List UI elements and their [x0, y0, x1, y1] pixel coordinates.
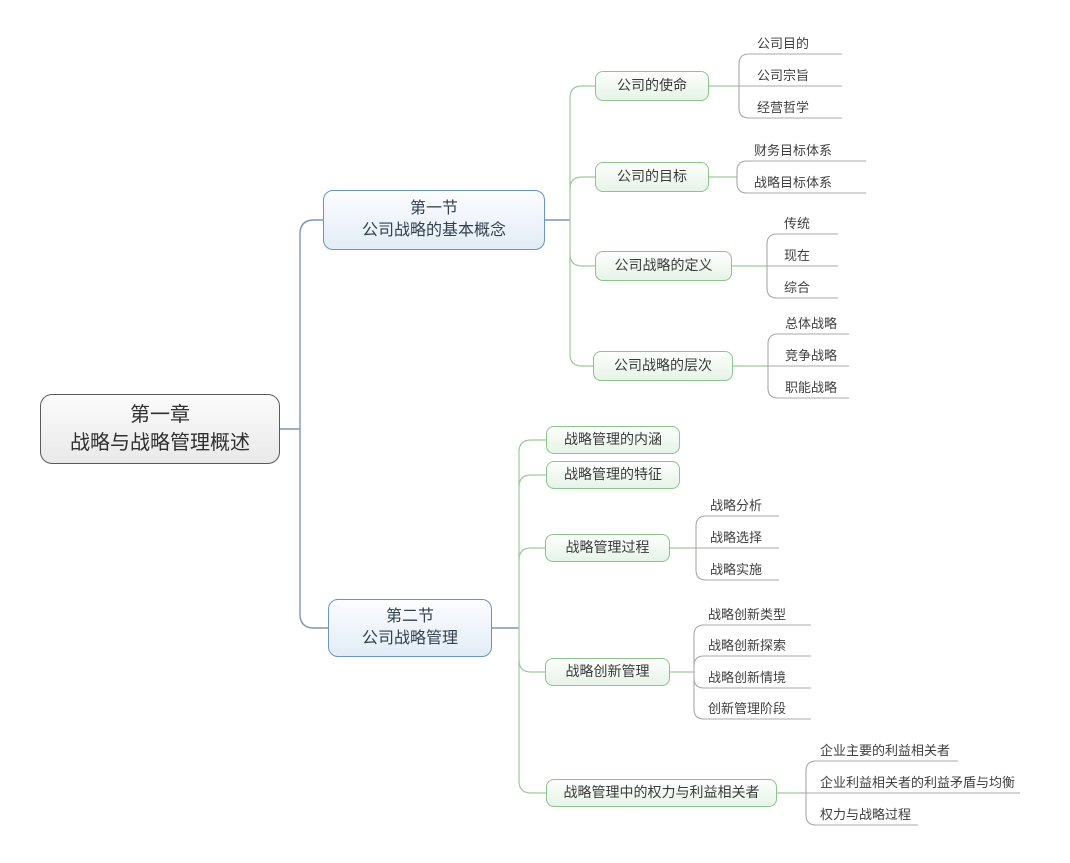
- topic-node-power-stakeholders[interactable]: 战略管理中的权力与利益相关者: [546, 779, 777, 807]
- topic-node-connotation[interactable]: 战略管理的内涵: [546, 426, 680, 454]
- leaf-topic[interactable]: 战略选择: [710, 530, 763, 545]
- topic-node-innovation[interactable]: 战略创新管理: [545, 658, 670, 686]
- topic-connectors: [518, 85, 806, 794]
- section-node-1[interactable]: 第一节 公司战略的基本概念: [323, 190, 545, 250]
- leaf-topic[interactable]: 战略分析: [710, 498, 763, 513]
- leaf-topic[interactable]: 战略实施: [710, 562, 763, 577]
- leaf-topic[interactable]: 传统: [784, 216, 811, 231]
- topic-node-process[interactable]: 战略管理过程: [545, 534, 670, 562]
- leaf-topic[interactable]: 竞争战略: [785, 348, 838, 363]
- leaf-topic[interactable]: 经营哲学: [757, 100, 810, 115]
- topic-node-mission[interactable]: 公司的使命: [595, 71, 709, 101]
- leaf-connectors: [693, 53, 1020, 826]
- leaf-topic[interactable]: 职能战略: [785, 380, 838, 395]
- leaf-topic[interactable]: 企业利益相关者的利益矛盾与均衡: [820, 775, 1016, 790]
- leaf-topic[interactable]: 战略创新情境: [708, 670, 787, 685]
- leaf-topic[interactable]: 公司目的: [757, 36, 810, 51]
- leaf-topic[interactable]: 战略创新探索: [708, 638, 787, 653]
- topic-node-strategy-definition[interactable]: 公司战略的定义: [595, 251, 732, 281]
- leaf-topic[interactable]: 企业主要的利益相关者: [820, 743, 951, 758]
- leaf-topic[interactable]: 战略目标体系: [754, 175, 833, 190]
- leaf-topic[interactable]: 财务目标体系: [754, 143, 833, 158]
- leaf-topic[interactable]: 综合: [784, 280, 811, 295]
- leaf-topic[interactable]: 现在: [784, 248, 811, 263]
- leaf-topic[interactable]: 战略创新类型: [708, 607, 787, 622]
- central-topic[interactable]: 第一章 战略与战略管理概述: [40, 394, 280, 464]
- section-node-2[interactable]: 第二节 公司战略管理: [328, 599, 492, 657]
- topic-node-characteristics[interactable]: 战略管理的特征: [546, 461, 680, 489]
- leaf-topic[interactable]: 总体战略: [785, 316, 838, 331]
- leaf-topic[interactable]: 权力与战略过程: [820, 807, 912, 822]
- root-connectors: [280, 219, 570, 629]
- topic-node-strategy-levels[interactable]: 公司战略的层次: [593, 351, 733, 381]
- leaf-topic[interactable]: 公司宗旨: [757, 68, 810, 83]
- topic-node-goals[interactable]: 公司的目标: [595, 162, 709, 192]
- leaf-topic[interactable]: 创新管理阶段: [708, 701, 787, 716]
